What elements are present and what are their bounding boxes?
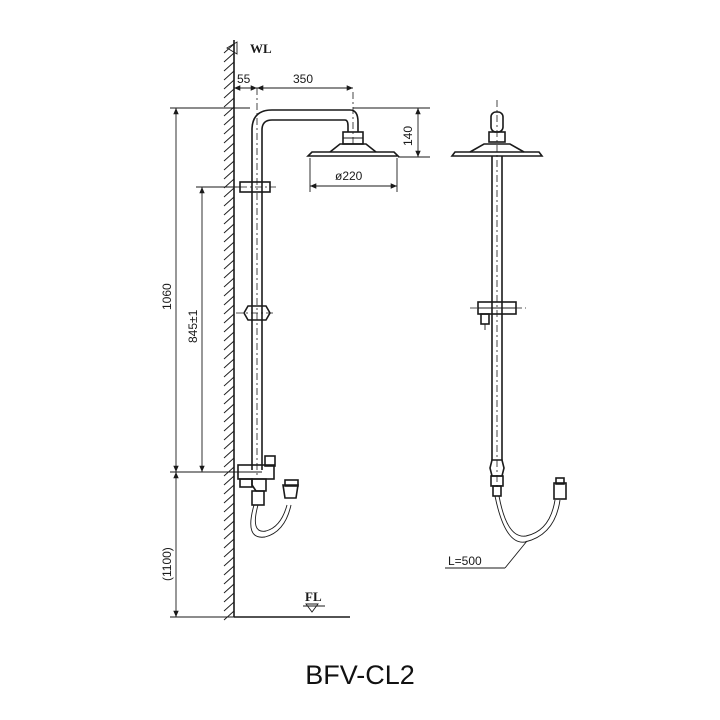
dimension-1060: 1060 bbox=[160, 107, 250, 472]
hatch-line bbox=[223, 511, 235, 522]
dim-head-drop: 140 bbox=[401, 126, 415, 146]
dim-arm-reach: 350 bbox=[293, 72, 313, 86]
hatch-line bbox=[223, 133, 235, 144]
hatch-line bbox=[223, 115, 235, 126]
hatch-line bbox=[223, 529, 235, 540]
hatch-line bbox=[223, 232, 235, 243]
hatch-line bbox=[223, 421, 235, 432]
hatch-line bbox=[223, 322, 235, 333]
dimension-140: 140 bbox=[353, 107, 430, 158]
hatch-line bbox=[223, 331, 235, 342]
hatch-line bbox=[223, 205, 235, 216]
wall-level-marker: WL bbox=[226, 41, 272, 56]
dim-hose-length: L=500 bbox=[448, 554, 482, 568]
hatch-line bbox=[223, 367, 235, 378]
hatch-line bbox=[223, 187, 235, 198]
wall-hatching bbox=[223, 43, 235, 621]
hatch-line bbox=[223, 259, 235, 270]
hatch-line bbox=[223, 475, 235, 486]
hatch-line bbox=[223, 178, 235, 189]
wall bbox=[223, 40, 235, 621]
dim-holder-height: 845±1 bbox=[186, 309, 200, 343]
hatch-line bbox=[223, 268, 235, 279]
hatch-line bbox=[223, 556, 235, 567]
dimension-350: 350 bbox=[257, 72, 353, 91]
hatch-line bbox=[223, 484, 235, 495]
hatch-line bbox=[223, 457, 235, 468]
hatch-line bbox=[223, 106, 235, 117]
hatch-line bbox=[223, 520, 235, 531]
hatch-line bbox=[223, 295, 235, 306]
hatch-line bbox=[223, 394, 235, 405]
hatch-line bbox=[223, 196, 235, 207]
hatch-line bbox=[223, 142, 235, 153]
hatch-line bbox=[223, 160, 235, 171]
model-caption: BFV-CL2 bbox=[305, 660, 415, 690]
hatch-line bbox=[223, 70, 235, 81]
dimension-220: ø220 bbox=[309, 158, 398, 192]
hatch-line bbox=[223, 592, 235, 603]
hatch-line bbox=[223, 43, 235, 54]
hatch-line bbox=[223, 277, 235, 288]
hatch-line bbox=[223, 241, 235, 252]
hatch-line bbox=[223, 88, 235, 99]
hatch-line bbox=[223, 313, 235, 324]
hatch-line bbox=[223, 430, 235, 441]
hatch-line bbox=[223, 601, 235, 612]
hatch-line bbox=[223, 574, 235, 585]
hatch-line bbox=[223, 304, 235, 315]
hatch-line bbox=[223, 439, 235, 450]
dim-mixer-height: (1100) bbox=[160, 547, 174, 581]
dim-total-height: 1060 bbox=[160, 283, 174, 310]
hatch-line bbox=[223, 385, 235, 396]
hatch-line bbox=[223, 169, 235, 180]
front-view-shower bbox=[450, 111, 567, 543]
hatch-line bbox=[223, 124, 235, 135]
hatch-line bbox=[223, 358, 235, 369]
hatch-line bbox=[223, 412, 235, 423]
hatch-line bbox=[223, 223, 235, 234]
hatch-line bbox=[223, 376, 235, 387]
dimension-1100: (1100) bbox=[160, 471, 262, 618]
hatch-line bbox=[223, 502, 235, 513]
floor-level-marker: FL bbox=[303, 589, 325, 613]
hatch-line bbox=[223, 151, 235, 162]
hatch-line bbox=[223, 493, 235, 504]
dim-head-diameter: ø220 bbox=[335, 169, 363, 183]
hatch-line bbox=[223, 466, 235, 477]
side-view-shower bbox=[234, 109, 400, 538]
hose-length-callout: L=500 bbox=[445, 540, 528, 569]
floor-level-label: FL bbox=[305, 589, 322, 604]
hatch-line bbox=[223, 349, 235, 360]
hatch-line bbox=[223, 610, 235, 621]
hatch-line bbox=[223, 538, 235, 549]
dimension-845: 845±1 bbox=[186, 186, 234, 472]
hatch-line bbox=[223, 214, 235, 225]
hatch-line bbox=[223, 583, 235, 594]
hatch-line bbox=[223, 250, 235, 261]
dimension-55: 55 bbox=[234, 72, 257, 91]
hatch-line bbox=[223, 286, 235, 297]
hatch-line bbox=[223, 403, 235, 414]
hatch-line bbox=[223, 340, 235, 351]
hatch-line bbox=[223, 97, 235, 108]
hatch-line bbox=[223, 61, 235, 72]
hatch-line bbox=[223, 52, 235, 63]
hatch-line bbox=[223, 565, 235, 576]
hatch-line bbox=[223, 79, 235, 90]
dim-wall-offset: 55 bbox=[237, 72, 251, 86]
hatch-line bbox=[223, 547, 235, 558]
hatch-line bbox=[223, 448, 235, 459]
wall-level-label: WL bbox=[250, 41, 272, 56]
